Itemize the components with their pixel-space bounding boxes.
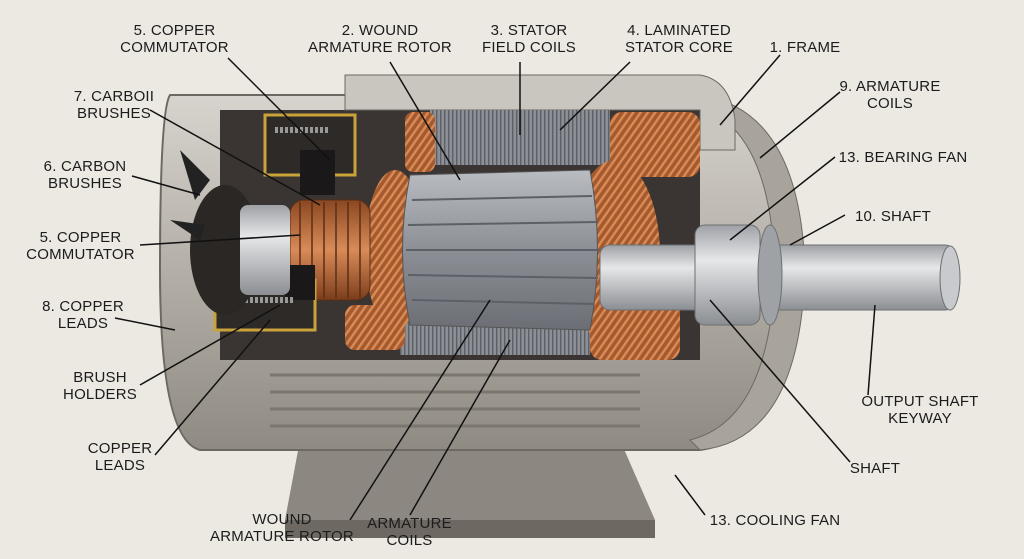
leader-lines xyxy=(114,54,876,521)
label-bearing-fan: 13. BEARING FAN xyxy=(838,149,968,166)
label-cooling-fan: 13. COOLING FAN xyxy=(709,512,841,529)
rear-fan xyxy=(170,150,290,315)
label-shaft-10: 10. SHAFT xyxy=(855,208,931,225)
motor-shaft xyxy=(599,224,961,326)
label-frame: 1. FRAME xyxy=(769,39,841,56)
rotor-core xyxy=(402,169,600,331)
brush-holders xyxy=(213,113,357,332)
label-shaft-bottom: SHAFT xyxy=(849,460,901,477)
